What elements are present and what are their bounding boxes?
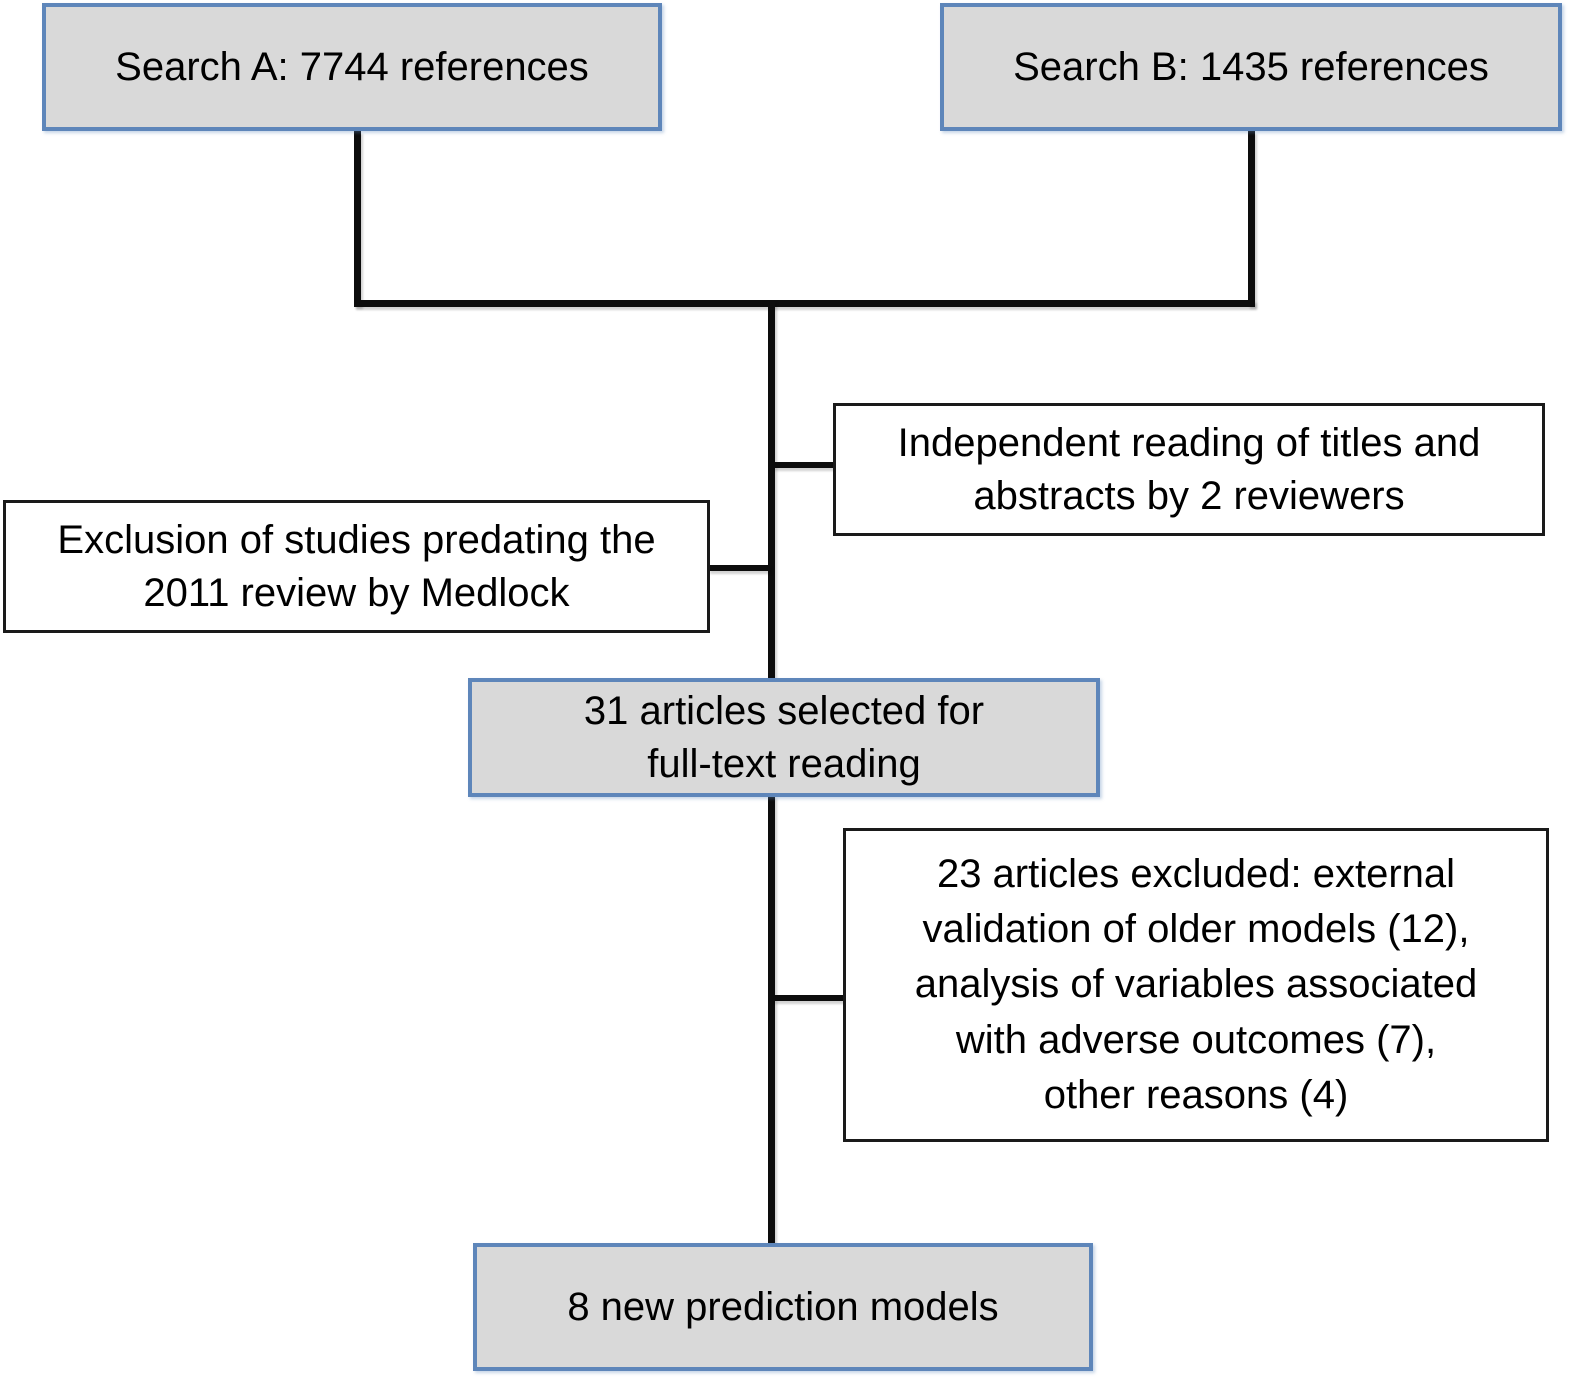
node-excluded-articles-label: 23 articles excluded: external validatio…	[914, 852, 1478, 1117]
node-search-a-label: Search A: 7744 references	[115, 44, 589, 89]
node-excluded-articles: 23 articles excluded: external validatio…	[843, 828, 1549, 1142]
node-search-a: Search A: 7744 references	[42, 3, 662, 131]
node-search-b: Search B: 1435 references	[940, 3, 1562, 131]
connector-main-vertical-lower	[768, 795, 775, 1246]
connector-branch-independent-reading	[773, 462, 835, 468]
node-independent-reading: Independent reading of titles and abstra…	[833, 403, 1545, 536]
node-selected-fulltext-label: 31 articles selected for full-text readi…	[583, 688, 985, 786]
node-exclusion-medlock: Exclusion of studies predating the 2011 …	[3, 500, 710, 633]
node-independent-reading-label: Independent reading of titles and abstra…	[897, 420, 1481, 518]
node-exclusion-medlock-label: Exclusion of studies predating the 2011 …	[57, 517, 656, 615]
connector-search-b-drop	[1248, 131, 1255, 306]
connector-branch-excluded	[773, 995, 845, 1001]
connector-branch-exclusion	[708, 565, 770, 571]
node-new-models-label: 8 new prediction models	[567, 1284, 999, 1329]
connector-merge-horizontal	[354, 300, 1255, 307]
connector-search-a-drop	[354, 131, 361, 306]
node-selected-fulltext: 31 articles selected for full-text readi…	[468, 678, 1100, 797]
node-new-models: 8 new prediction models	[473, 1243, 1093, 1371]
node-search-b-label: Search B: 1435 references	[1013, 44, 1489, 89]
connector-main-vertical-upper	[768, 300, 775, 681]
